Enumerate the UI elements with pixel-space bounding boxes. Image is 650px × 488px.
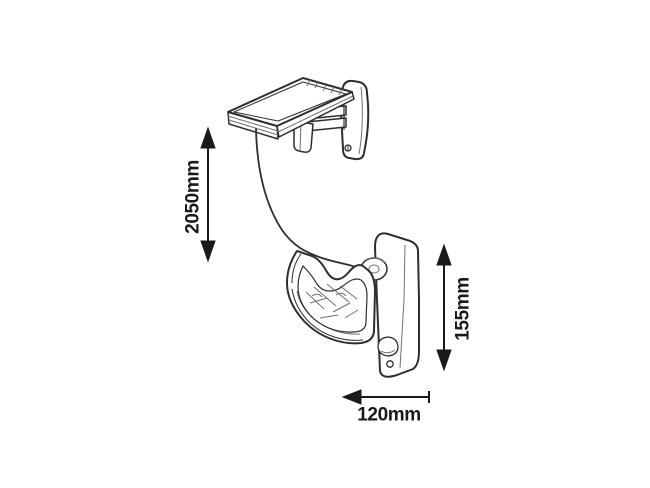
wall-light-fixture-icon xyxy=(286,232,420,378)
mounting-height-arrow-icon xyxy=(200,126,216,263)
fixture-depth-arrow-icon xyxy=(341,389,430,405)
connection-cable-icon xyxy=(255,128,363,270)
fixture-depth-label: 120mm xyxy=(357,404,421,426)
fixture-height-arrow-icon xyxy=(436,243,452,372)
fixture-height-label: 155mm xyxy=(452,277,474,341)
dimension-arrows xyxy=(200,126,452,405)
solar-panel-icon xyxy=(227,77,355,140)
mounting-height-label: 2050mm xyxy=(182,160,204,234)
